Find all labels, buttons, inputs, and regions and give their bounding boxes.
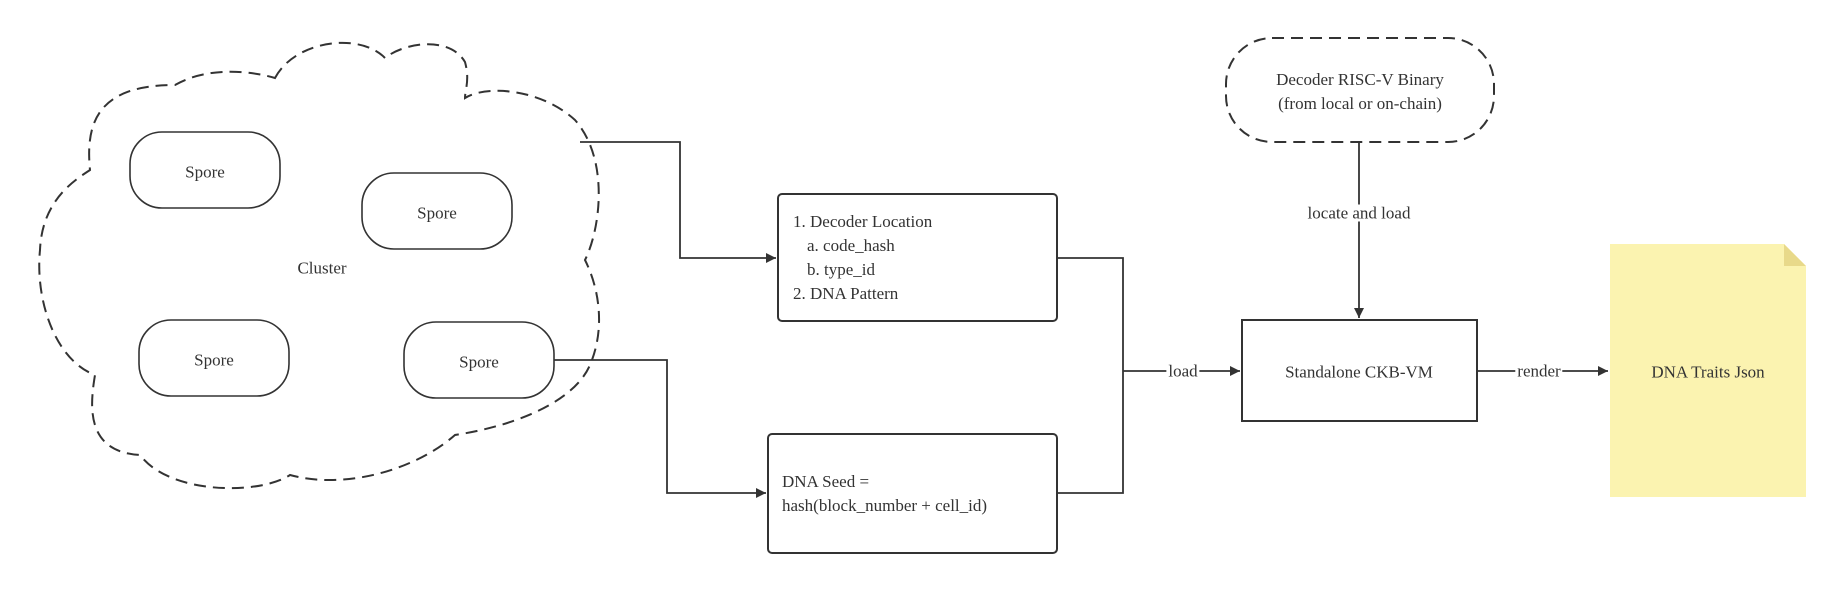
edge-spore-to-dna-seed [554, 359, 766, 498]
output-note-label: DNA Traits Json [1651, 362, 1765, 382]
vm-label: Standalone CKB-VM [1285, 362, 1433, 382]
decoder-binary-box [1225, 37, 1495, 143]
decoder-binary-line-1: Decoder RISC-V Binary [1276, 70, 1444, 89]
edge-dna-seed-to-merge [1057, 371, 1124, 494]
edge-label-render: render [1515, 361, 1563, 381]
dna-seed-line-2: hash(block_number + cell_id) [782, 496, 988, 515]
edge-cluster-to-decoder-info [580, 141, 776, 263]
cluster-cloud-shape [38, 41, 600, 490]
decoder-binary-line-2: (from local or on-chain) [1278, 94, 1442, 113]
spore-3-shape [138, 319, 290, 397]
decoder-info-line-3: b. type_id [807, 260, 875, 279]
spore-1-label: Spore [185, 162, 225, 182]
dna-seed-line-1: DNA Seed = [782, 472, 870, 491]
decoder-info-line-1: 1. Decoder Location [793, 212, 933, 231]
dna-seed-text: DNA Seed = hash(block_number + cell_id) [782, 470, 987, 518]
spore-4-label: Spore [459, 352, 499, 372]
cluster-label: Cluster [297, 258, 347, 278]
output-note-shape [1610, 244, 1806, 497]
edge-label-locate-and-load: locate and load [1305, 203, 1413, 223]
decoder-info-line-2: a. code_hash [807, 236, 895, 255]
decoder-info-text: 1. Decoder Location a. code_hash b. type… [793, 210, 932, 306]
decoder-binary-text: Decoder RISC-V Binary (from local or on-… [1276, 68, 1444, 116]
spore-2-shape [361, 172, 513, 250]
output-note-fold [1784, 244, 1806, 266]
spore-2-label: Spore [417, 203, 457, 223]
edge-label-load: load [1166, 361, 1200, 381]
edge-decoder-info-to-merge [1057, 257, 1124, 371]
spore-3-label: Spore [194, 350, 234, 370]
spore-1-shape [129, 131, 281, 209]
decoder-info-line-4: 2. DNA Pattern [793, 284, 899, 303]
